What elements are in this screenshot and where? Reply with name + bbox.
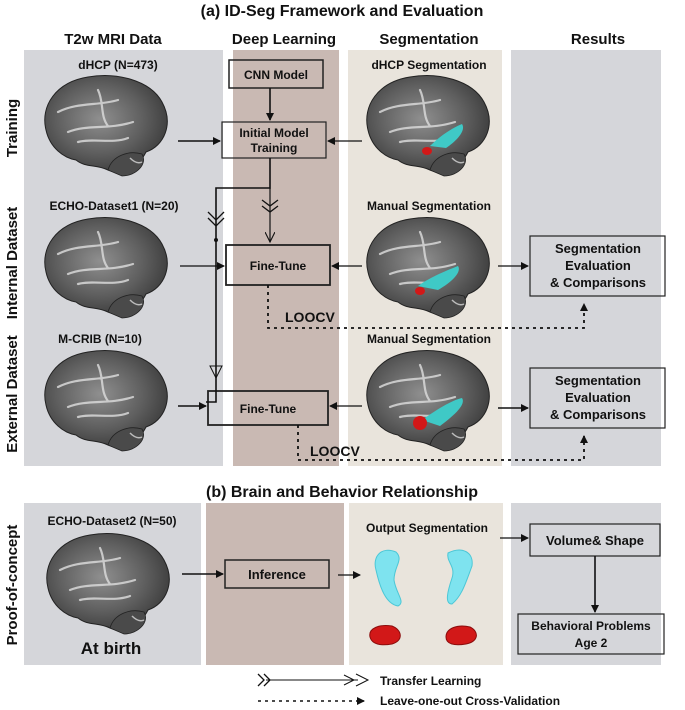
results-panel-b bbox=[511, 503, 661, 665]
fine-tune-external-box: Fine-Tune bbox=[207, 390, 329, 426]
loocv-label-internal: LOOCV bbox=[285, 309, 335, 325]
svg-text:CNN Model: CNN Model bbox=[244, 68, 308, 82]
section-b-title: (b) Brain and Behavior Relationship bbox=[206, 484, 478, 501]
seg-label-dhcp: dHCP Segmentation bbox=[371, 58, 486, 72]
seg-label-manual-external: Manual Segmentation bbox=[367, 332, 491, 346]
cnn-model-box: CNN Model bbox=[228, 59, 324, 89]
inference-box: Inference bbox=[224, 559, 330, 589]
behavioral-problems-box: Behavioral Problems Age 2 bbox=[517, 613, 665, 655]
loocv-path-external bbox=[297, 425, 588, 461]
dataset-echo1-label: ECHO-Dataset1 (N=20) bbox=[49, 199, 178, 213]
legend-loocv: Leave-one-out Cross-Validation bbox=[258, 694, 560, 708]
at-birth-label: At birth bbox=[81, 639, 141, 658]
svg-text:& Comparisons: & Comparisons bbox=[550, 407, 646, 422]
row-label-training: Training bbox=[4, 99, 21, 157]
amygdala-left-shape bbox=[369, 625, 401, 646]
amygdala-right-shape bbox=[445, 625, 477, 646]
evaluation-box-internal: Segmentation Evaluation & Comparisons bbox=[529, 235, 666, 297]
svg-text:Initial Model: Initial Model bbox=[239, 126, 308, 140]
loocv-path-internal bbox=[267, 285, 588, 329]
evaluation-box-external: Segmentation Evaluation & Comparisons bbox=[529, 367, 666, 429]
seg-label-output: Output Segmentation bbox=[366, 521, 488, 535]
svg-text:Volume& Shape: Volume& Shape bbox=[546, 533, 644, 548]
svg-text:Segmentation: Segmentation bbox=[555, 373, 641, 388]
dataset-dhcp-label: dHCP (N=473) bbox=[78, 58, 157, 72]
seg-image-dhcp bbox=[365, 74, 491, 178]
initial-model-training-box: Initial Model Training bbox=[221, 121, 327, 159]
svg-text:Fine-Tune: Fine-Tune bbox=[240, 402, 297, 416]
svg-text:Leave-one-out Cross-Validation: Leave-one-out Cross-Validation bbox=[380, 694, 560, 708]
deep-learning-panel-b bbox=[206, 503, 344, 665]
svg-text:Transfer Learning: Transfer Learning bbox=[380, 674, 481, 688]
seg-image-manual-external bbox=[365, 349, 491, 453]
column-header-results: Results bbox=[571, 31, 625, 48]
svg-text:Age 2: Age 2 bbox=[575, 636, 608, 650]
column-header-mri: T2w MRI Data bbox=[64, 31, 162, 48]
column-header-deep-learning: Deep Learning bbox=[232, 31, 336, 48]
svg-text:Behavioral Problems: Behavioral Problems bbox=[531, 619, 651, 633]
section-a-title: (a) ID-Seg Framework and Evaluation bbox=[201, 3, 484, 20]
seg-label-manual-internal: Manual Segmentation bbox=[367, 199, 491, 213]
dataset-mcrib-label: M-CRIB (N=10) bbox=[58, 332, 142, 346]
svg-text:Training: Training bbox=[251, 141, 298, 155]
hippocampus-left-shape bbox=[374, 549, 402, 607]
svg-text:Evaluation: Evaluation bbox=[565, 390, 631, 405]
column-header-segmentation: Segmentation bbox=[379, 31, 478, 48]
dataset-echo2-label: ECHO-Dataset2 (N=50) bbox=[47, 514, 176, 528]
deep-learning-panel-a bbox=[233, 50, 339, 466]
fine-tune-internal-box: Fine-Tune bbox=[225, 244, 331, 286]
svg-text:Fine-Tune: Fine-Tune bbox=[250, 259, 307, 273]
svg-text:Inference: Inference bbox=[248, 567, 306, 582]
hippocampus-right-shape bbox=[446, 549, 473, 605]
row-label-external: External Dataset bbox=[4, 335, 21, 453]
svg-text:Segmentation: Segmentation bbox=[555, 241, 641, 256]
transfer-learning-path bbox=[206, 158, 279, 403]
row-label-proof: Proof-of-concept bbox=[4, 525, 21, 646]
row-label-internal: Internal Dataset bbox=[4, 207, 21, 320]
seg-image-manual-internal bbox=[365, 216, 491, 320]
results-panel-a bbox=[511, 50, 661, 466]
loocv-label-external: LOOCV bbox=[310, 443, 360, 459]
legend-transfer-learning: Transfer Learning bbox=[257, 673, 481, 688]
svg-text:Evaluation: Evaluation bbox=[565, 258, 631, 273]
svg-text:& Comparisons: & Comparisons bbox=[550, 275, 646, 290]
